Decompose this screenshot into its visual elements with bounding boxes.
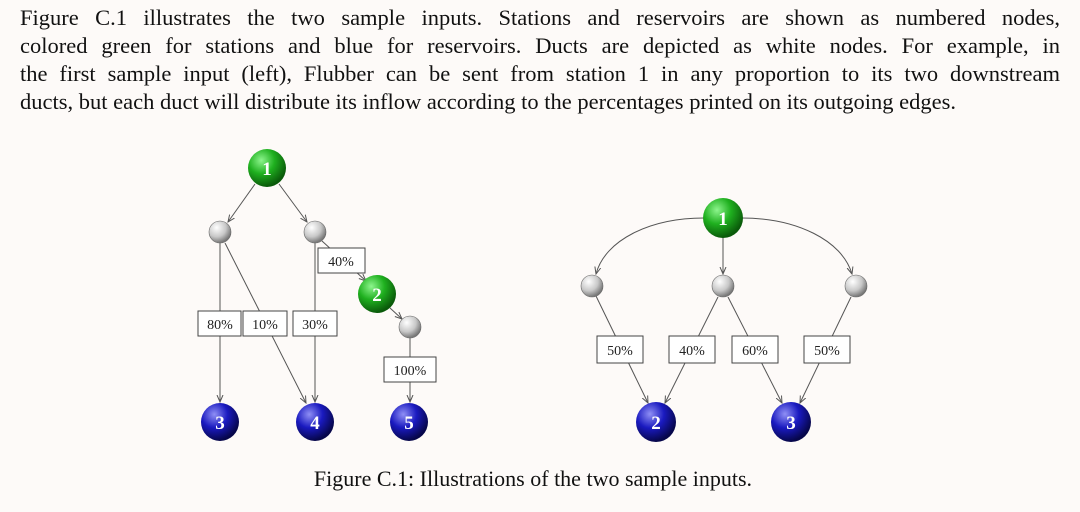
edge-label-50-right: 50% bbox=[803, 335, 851, 364]
svg-text:1: 1 bbox=[262, 159, 272, 180]
body-paragraph: Figure C.1 illustrates the two sample in… bbox=[20, 4, 1060, 116]
svg-text:80%: 80% bbox=[207, 318, 233, 333]
svg-text:40%: 40% bbox=[679, 344, 705, 359]
duct-node bbox=[303, 220, 327, 244]
edge-label-60: 60% bbox=[731, 335, 779, 364]
svg-text:2: 2 bbox=[372, 285, 382, 306]
right-graph-edges bbox=[596, 217, 852, 403]
duct-node bbox=[580, 274, 604, 298]
edge-label-10: 10% bbox=[242, 310, 288, 337]
reservoir-node-4: 4 bbox=[296, 403, 334, 441]
duct-node bbox=[398, 315, 422, 339]
reservoir-node-2: 2 bbox=[636, 402, 676, 442]
edge-label-40: 40% bbox=[317, 247, 366, 274]
svg-text:4: 4 bbox=[310, 413, 320, 434]
reservoir-node-5: 5 bbox=[390, 403, 428, 441]
svg-text:40%: 40% bbox=[328, 255, 354, 270]
svg-text:50%: 50% bbox=[814, 344, 840, 359]
paragraph-line: ducts, but each duct will distribute its… bbox=[20, 89, 957, 114]
duct-node bbox=[711, 274, 735, 298]
svg-text:3: 3 bbox=[786, 413, 796, 434]
svg-text:50%: 50% bbox=[607, 344, 633, 359]
paragraph-line: the first sample input (left), Flubber c… bbox=[20, 61, 1060, 86]
svg-text:30%: 30% bbox=[302, 318, 328, 333]
paragraph-line: Figure C.1 illustrates the two sample in… bbox=[20, 5, 1060, 30]
reservoir-node-3: 3 bbox=[201, 403, 239, 441]
duct-node bbox=[844, 274, 868, 298]
svg-text:1: 1 bbox=[718, 209, 728, 230]
svg-text:5: 5 bbox=[404, 413, 414, 434]
edge-label-40: 40% bbox=[668, 335, 716, 364]
edge-label-80: 80% bbox=[197, 310, 242, 337]
station-node-1: 1 bbox=[703, 198, 743, 238]
edge-label-30: 30% bbox=[292, 310, 338, 337]
svg-text:60%: 60% bbox=[742, 344, 768, 359]
duct-node bbox=[208, 220, 232, 244]
station-node-1: 1 bbox=[248, 149, 286, 187]
reservoir-node-3: 3 bbox=[771, 402, 811, 442]
svg-text:2: 2 bbox=[651, 413, 661, 434]
paragraph-line: colored green for stations and blue for … bbox=[20, 33, 1060, 58]
svg-text:10%: 10% bbox=[252, 318, 278, 333]
edge-label-50-left: 50% bbox=[596, 335, 644, 364]
edge-label-100: 100% bbox=[383, 356, 437, 383]
svg-text:100%: 100% bbox=[394, 364, 427, 379]
station-node-2: 2 bbox=[358, 275, 396, 313]
figure-caption: Figure C.1: Illustrations of the two sam… bbox=[313, 466, 753, 491]
svg-text:3: 3 bbox=[215, 413, 225, 434]
